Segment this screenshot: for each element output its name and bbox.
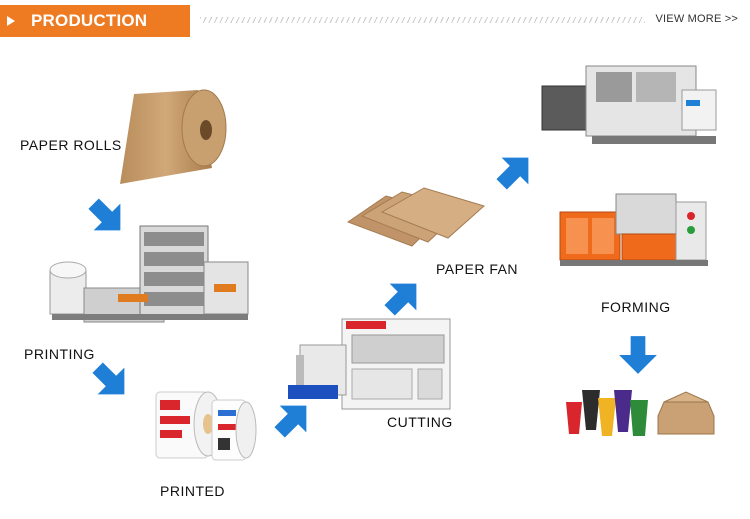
arrow-down-icon xyxy=(619,336,657,374)
step-label-printed: PRINTED xyxy=(160,483,225,499)
cutting-machine-image xyxy=(288,318,451,410)
step-label-cutting: CUTTING xyxy=(387,414,453,430)
view-more-link[interactable]: VIEW MORE >> xyxy=(655,13,738,25)
arrow-up-right-icon xyxy=(496,157,529,190)
printing-machine-image xyxy=(49,225,249,323)
arrow-down-right-icon xyxy=(92,362,125,395)
step-label-forming: FORMING xyxy=(601,299,671,315)
section-title-tab: PRODUCTION LINE xyxy=(0,5,190,62)
printed-rolls-image xyxy=(155,391,257,461)
box-forming-machine-image xyxy=(541,65,717,144)
step-label-paper-fan: PAPER FAN xyxy=(436,261,519,277)
arrow-up-right-icon xyxy=(384,283,417,316)
caret-right-icon xyxy=(7,16,15,26)
step-label-paper-rolls: PAPER ROLLS xyxy=(20,137,122,153)
arrow-up-right-icon xyxy=(274,405,307,438)
section-title: PRODUCTION LINE xyxy=(31,11,148,62)
arrow-down-left-icon xyxy=(88,198,121,231)
paper-fan-image xyxy=(346,187,486,247)
step-label-printing: PRINTING xyxy=(24,346,95,362)
paper-cups-and-box-image xyxy=(566,390,715,436)
paper-roll-image xyxy=(120,89,227,184)
header-divider xyxy=(200,17,645,23)
cup-forming-machine-image xyxy=(559,193,708,266)
